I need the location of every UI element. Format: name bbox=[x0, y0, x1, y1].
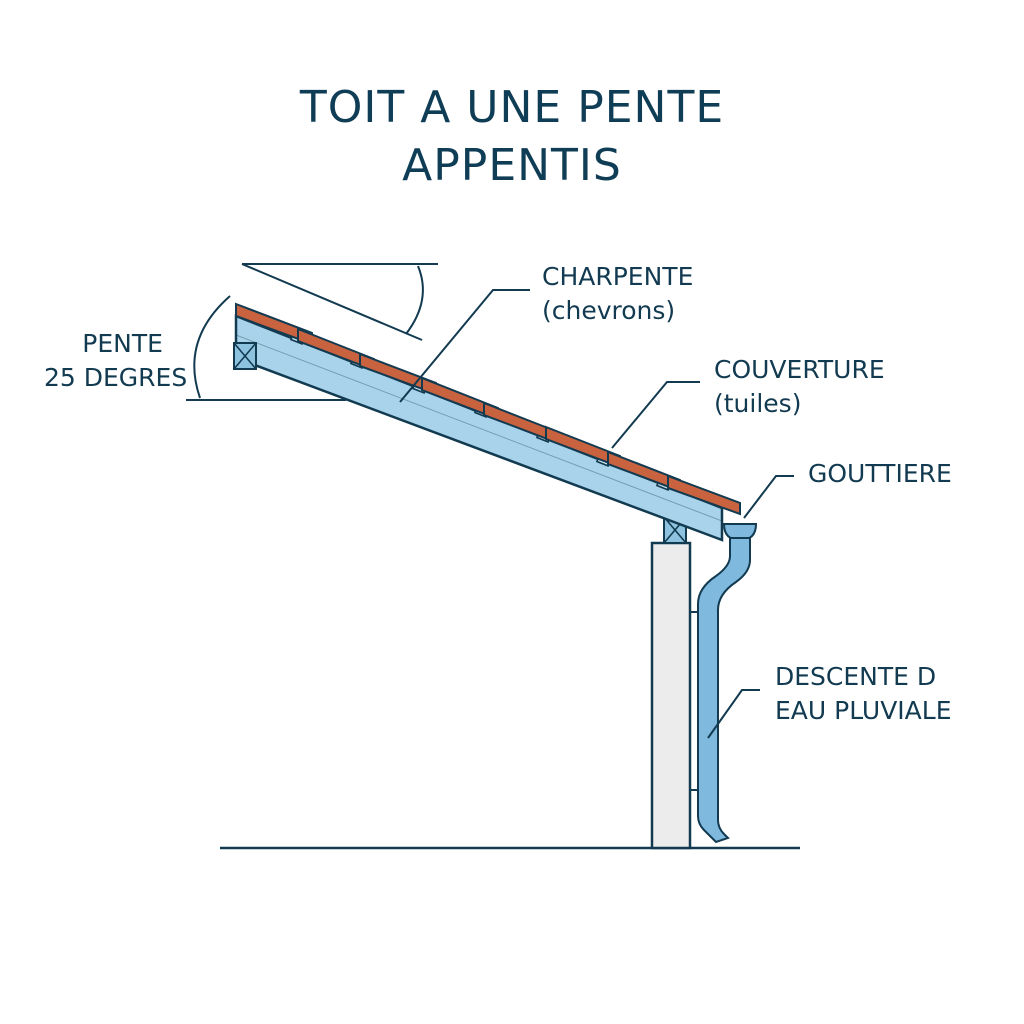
leader-charpente bbox=[399, 289, 530, 403]
label-descente-line1: DESCENTE D bbox=[775, 662, 937, 691]
label-pente-line2: 25 DEGRES bbox=[44, 363, 188, 392]
label-charpente-line2: (chevrons) bbox=[542, 296, 676, 325]
title-line-2: APPENTIS bbox=[402, 140, 622, 191]
label-pente: PENTE 25 DEGRES bbox=[44, 327, 187, 395]
leader-couverture bbox=[611, 381, 700, 449]
label-couverture-line1: COUVERTURE bbox=[714, 355, 885, 384]
slope-angle-left bbox=[186, 295, 346, 401]
leader-lines bbox=[399, 289, 794, 739]
label-descente: DESCENTE D EAU PLUVIALE bbox=[775, 660, 952, 728]
label-pente-line1: PENTE bbox=[82, 329, 163, 358]
leader-gouttiere bbox=[743, 475, 794, 519]
label-charpente-line1: CHARPENTE bbox=[542, 262, 694, 291]
wall-post bbox=[650, 541, 692, 850]
label-descente-line2: EAU PLUVIALE bbox=[775, 696, 952, 725]
label-gouttiere: GOUTTIERE bbox=[808, 457, 952, 491]
label-couverture-line2: (tuiles) bbox=[714, 389, 802, 418]
left-beam bbox=[233, 342, 257, 370]
slope-angle-top bbox=[241, 263, 438, 341]
roof-tiles bbox=[235, 302, 741, 516]
downpipe bbox=[697, 537, 751, 844]
label-charpente: CHARPENTE (chevrons) bbox=[542, 260, 693, 328]
leader-descente bbox=[707, 689, 760, 739]
label-couverture: COUVERTURE (tuiles) bbox=[714, 353, 885, 421]
title-line-1: TOIT A UNE PENTE bbox=[299, 82, 725, 133]
label-gouttiere-line1: GOUTTIERE bbox=[808, 459, 952, 488]
